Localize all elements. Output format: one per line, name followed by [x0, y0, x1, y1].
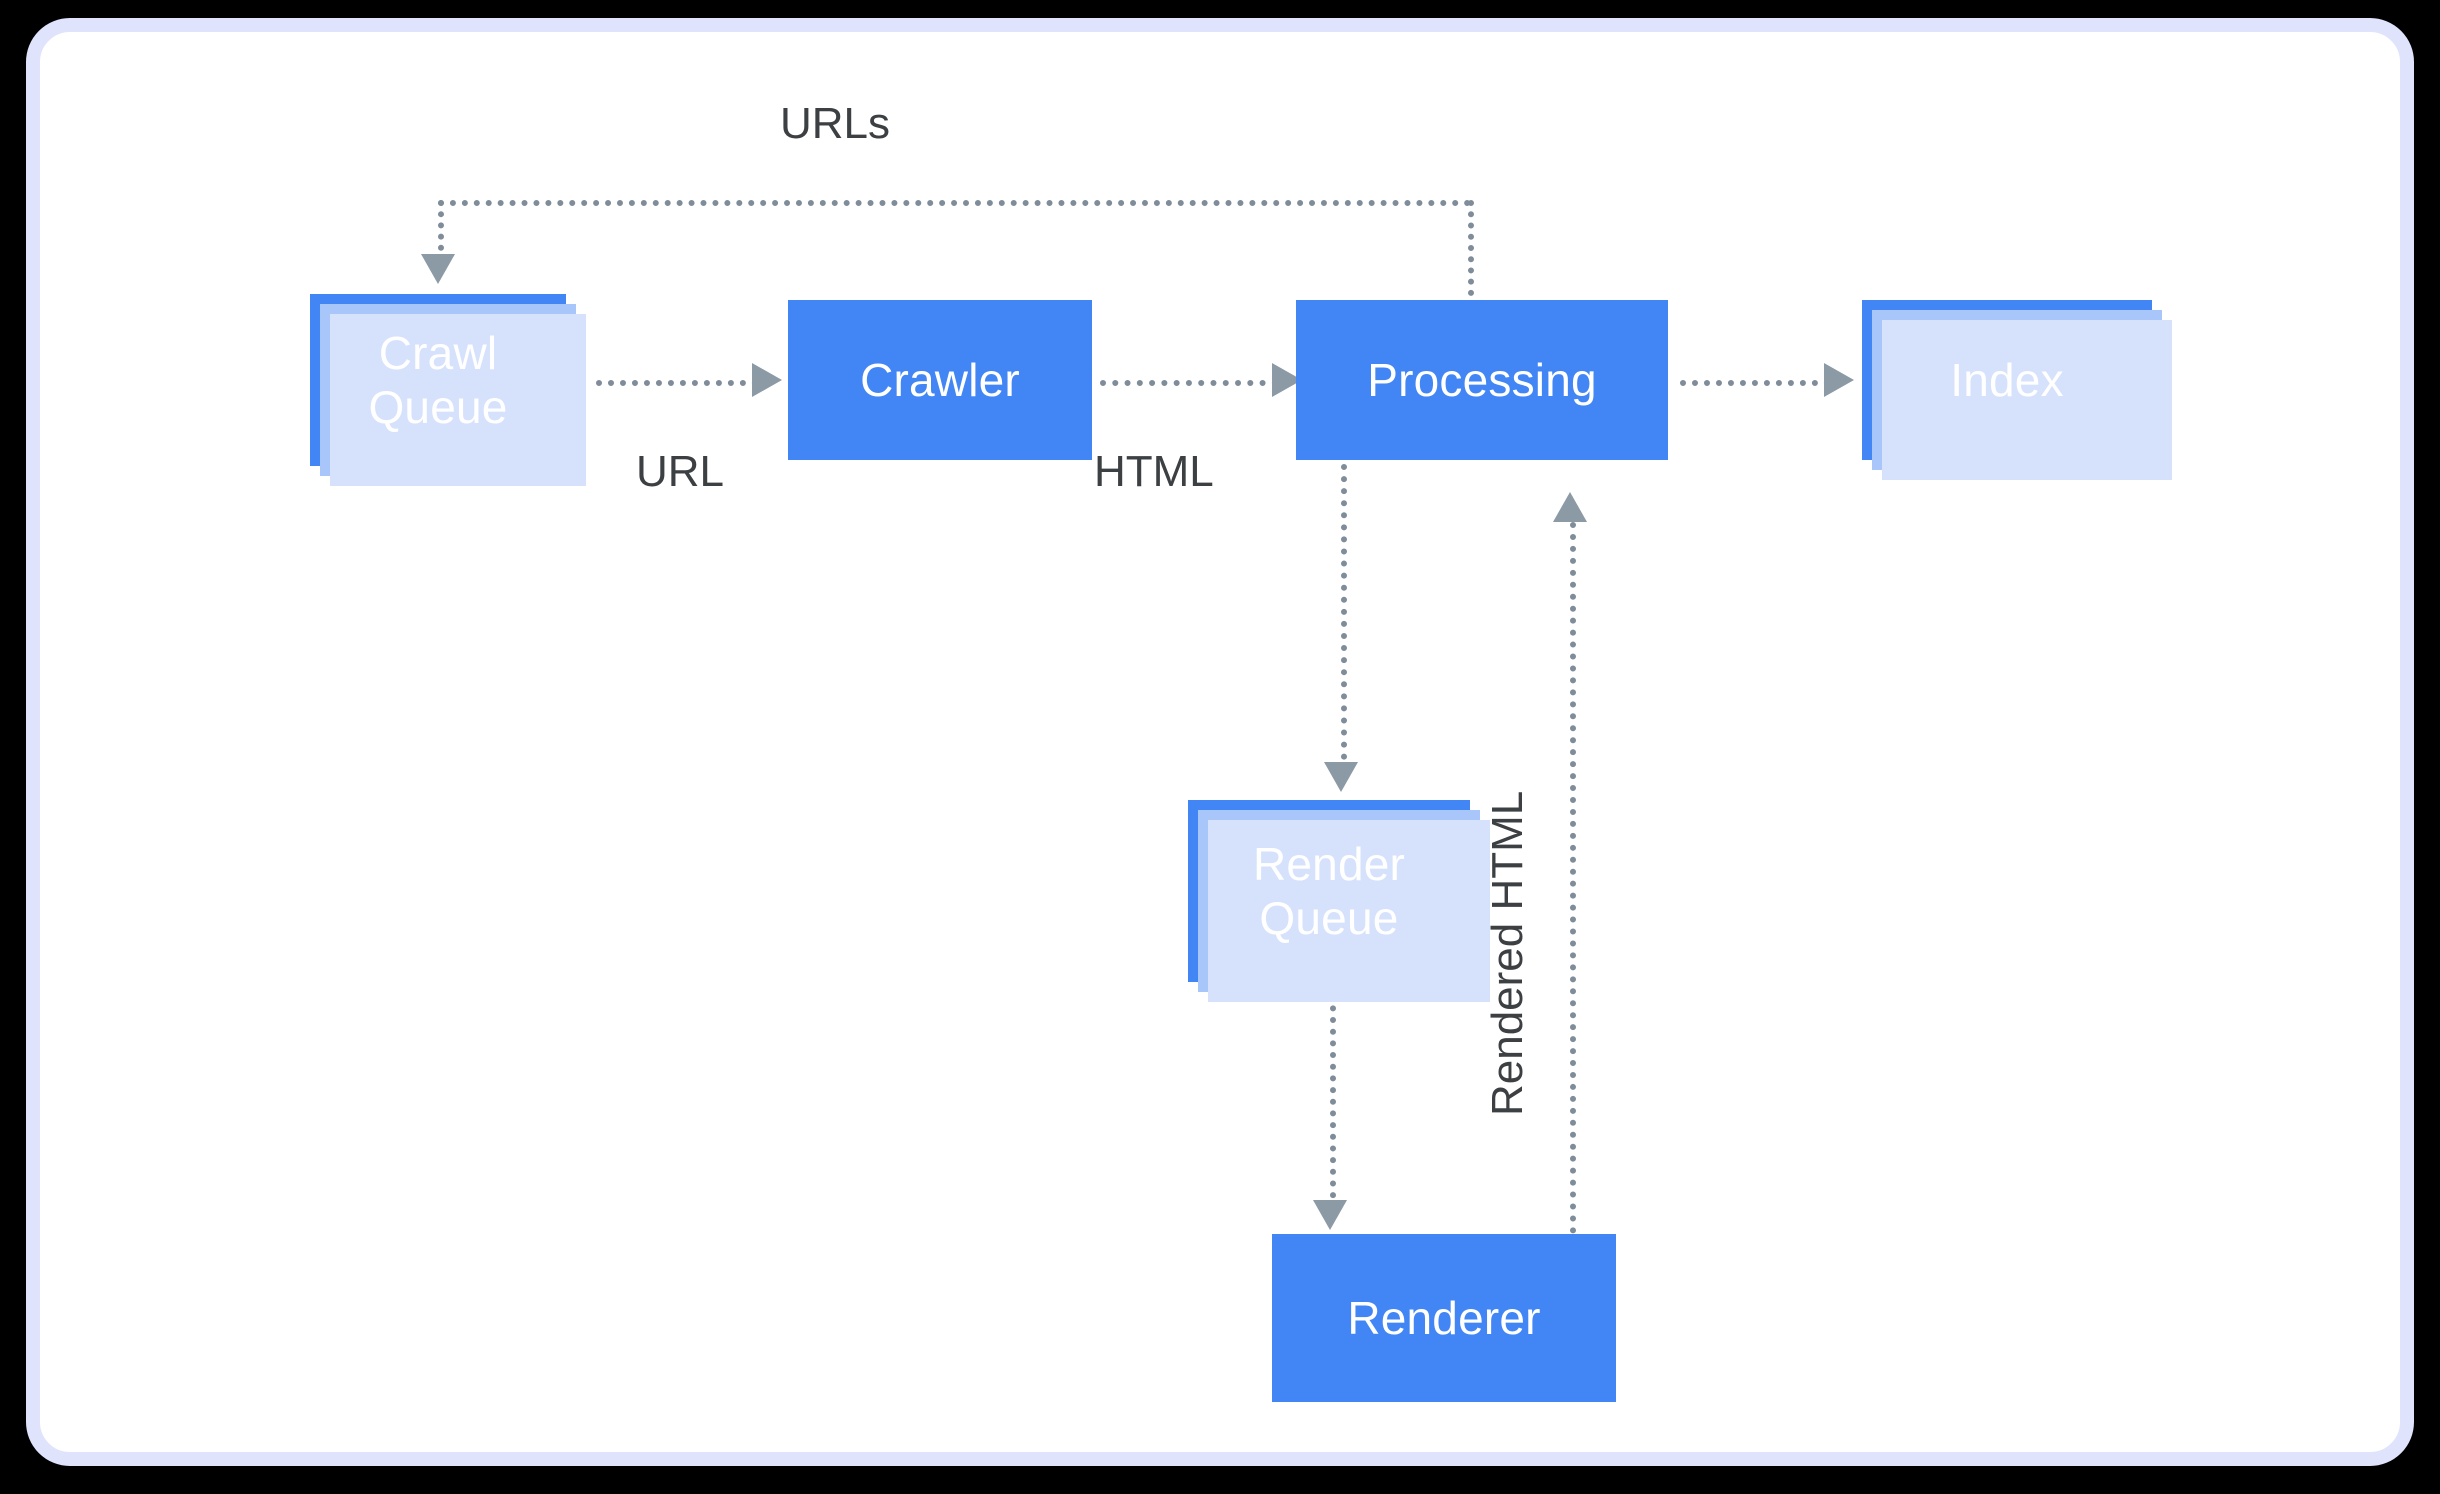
node-crawl-queue-label: Crawl Queue [368, 326, 507, 435]
node-render-queue[interactable]: Render Queue [1188, 800, 1490, 1002]
edge-label-html: HTML [1094, 447, 1214, 496]
connector-rendered-html [1570, 522, 1576, 1234]
connector-urls-riser [1468, 200, 1474, 296]
node-render-queue-label: Render Queue [1253, 837, 1405, 946]
connector-urls-drop [438, 200, 444, 262]
node-renderer-label: Renderer [1347, 1291, 1541, 1344]
arrowhead-url-into-crawler [752, 363, 782, 397]
connector-to-renderer [1330, 982, 1336, 1210]
arrowhead-into-renderer [1313, 1200, 1347, 1230]
arrowhead-urls-into-crawl-queue [421, 254, 455, 284]
node-crawl-queue-line2: Queue [368, 381, 508, 433]
node-crawler[interactable]: Crawler [788, 300, 1092, 460]
edge-label-rendered-html: Rendered HTML [1483, 790, 1532, 1116]
connector-to-index [1680, 380, 1830, 386]
node-processing[interactable]: Processing [1296, 300, 1668, 460]
arrowhead-into-index [1824, 363, 1854, 397]
arrowhead-rendered-html-into-processing [1553, 492, 1587, 522]
node-processing-label: Processing [1367, 353, 1597, 406]
node-render-queue-line2: Queue [1259, 892, 1399, 944]
node-crawler-label: Crawler [860, 353, 1020, 406]
diagram-card: URLs Crawl Queue URL Crawler [26, 18, 2414, 1466]
edge-label-url: URL [636, 447, 725, 496]
node-render-queue-line1: Render [1252, 837, 1406, 890]
arrowhead-into-render-queue [1324, 762, 1358, 792]
node-index-label: Index [1950, 353, 2064, 406]
connector-urls-rail [438, 200, 1471, 206]
node-renderer[interactable]: Renderer [1272, 1234, 1616, 1402]
node-crawl-queue-line1: Crawl [378, 326, 498, 379]
connector-html [1100, 380, 1278, 386]
connector-url [596, 380, 758, 386]
node-index[interactable]: Index [1862, 300, 2172, 480]
node-crawl-queue[interactable]: Crawl Queue [310, 294, 586, 486]
edge-label-urls: URLs [780, 99, 891, 148]
diagram-canvas: URLs Crawl Queue URL Crawler [40, 32, 2428, 1480]
connector-to-render-queue [1341, 464, 1347, 772]
